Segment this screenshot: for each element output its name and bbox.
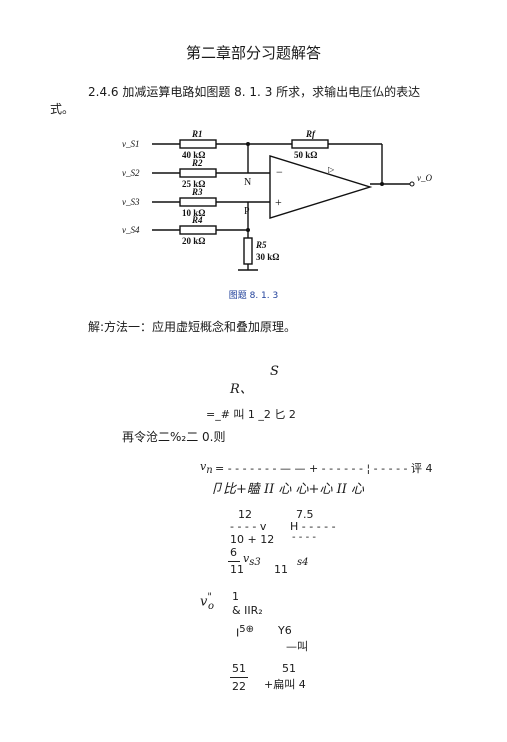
opamp-symbol: ▷ xyxy=(328,165,335,174)
frac-22: 22 xyxy=(232,680,246,693)
solution-intro: 解:方法一：应用虚短概念和叠加原理。 xyxy=(88,320,297,334)
resistor-r3 xyxy=(179,197,217,207)
opamp-plus: + xyxy=(275,195,282,209)
frac-6: 6 xyxy=(230,546,237,559)
math-eq1: =_# 叫 1 _2 匕 2 xyxy=(206,408,296,421)
resistor-rf xyxy=(291,139,329,149)
math-line4: 卩比+瞌 II 心 心+心 II 心 xyxy=(210,482,364,497)
y6-term: Y6 xyxy=(278,624,292,637)
frac-11a: 11 xyxy=(230,563,244,576)
r2-value: 25 kΩ xyxy=(182,179,205,189)
r1-name: R1 xyxy=(191,129,203,139)
r4-name: R4 xyxy=(191,215,203,225)
vo-one: 1 xyxy=(232,590,239,603)
final-term: +扁叫 4 xyxy=(264,678,306,691)
figure-caption: 图题 8. 1. 3 xyxy=(228,291,279,301)
frac-10-plus-12: 10 + 12 xyxy=(230,533,275,546)
vn-expression: = - - - - - - - — — + - - - - - - ¦ - - … xyxy=(215,462,433,475)
resistor-r2 xyxy=(179,168,217,178)
opamp-minus: − xyxy=(276,165,283,179)
frac-s4: s4 xyxy=(297,557,309,568)
problem-statement: 2.4.6 加减运算电路如图题 8. 1. 3 所求，求输出电压仏的表达式。 xyxy=(50,85,421,116)
jiao-term: —叫 xyxy=(286,640,308,653)
circuit-diagram: v_S1 v_S2 v_S3 v_S4 R1 40 kΩ R2 25 kΩ R3… xyxy=(122,129,432,271)
r1-value: 40 kΩ xyxy=(182,150,205,160)
node-n-label: N xyxy=(244,177,251,188)
input-label-vs2: v_S2 xyxy=(122,168,140,178)
rf-name: Rf xyxy=(305,129,316,139)
math-r-line: R、 xyxy=(230,382,253,397)
r3-name: R3 xyxy=(191,187,203,197)
r2-name: R2 xyxy=(191,158,203,168)
resistor-r4 xyxy=(179,225,217,235)
input-label-vs4: v_S4 xyxy=(122,225,140,235)
node-p-label: P xyxy=(244,206,250,217)
input-label-vs1: v_S1 xyxy=(122,139,140,149)
math-s-char: S xyxy=(270,364,279,379)
resistor-r1 xyxy=(179,139,217,149)
frac-dashes: - - - - v xyxy=(230,520,267,533)
l-term: I5⊕ xyxy=(236,624,254,640)
output-label: v_O xyxy=(417,173,432,183)
rf-value: 50 kΩ xyxy=(294,150,317,160)
frac-12: 12 xyxy=(238,508,252,521)
page-title: 第二章部分习题解答 xyxy=(185,44,321,62)
frac-51b: 51 xyxy=(282,662,296,675)
vo-double-prime: v"o xyxy=(200,592,214,612)
frac-11b: 11 xyxy=(274,563,288,576)
resistor-r5 xyxy=(243,237,253,265)
frac-vs3: vs3 xyxy=(243,552,261,569)
vo-r2: & IIR₂ xyxy=(232,604,263,617)
r3-value: 10 kΩ xyxy=(182,208,205,218)
r5-value: 30 kΩ xyxy=(256,252,279,262)
vn-v: vn xyxy=(200,460,213,477)
frac-51a: 51 xyxy=(232,662,246,675)
math-line2: 再令沧二%₂二 0.则 xyxy=(122,430,226,444)
frac-7-5: 7.5 xyxy=(296,508,314,521)
r5-name: R5 xyxy=(255,240,267,250)
frac-h-dashes: H - - - - - xyxy=(290,520,336,533)
r4-value: 20 kΩ xyxy=(182,236,205,246)
frac-small-dashes: - - - - xyxy=(292,532,316,543)
input-label-vs3: v_S3 xyxy=(122,197,140,207)
